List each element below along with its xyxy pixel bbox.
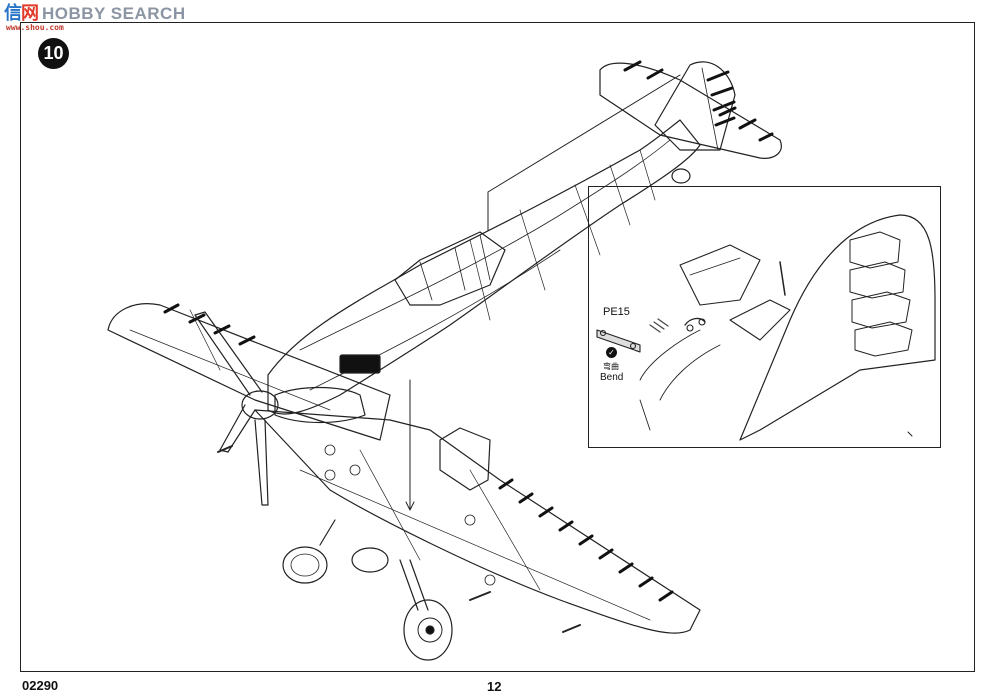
antenna-mast — [487, 74, 681, 231]
page-frame — [20, 22, 975, 672]
landing-gear-left-wheel — [282, 546, 328, 584]
pe-part-label: PE15 — [603, 306, 630, 318]
watermark-logo: 信网 HOBBY SEARCH — [4, 4, 186, 32]
watermark-cn-2: 网 — [21, 3, 39, 24]
bend-label-en: Bend — [600, 372, 624, 383]
tail-wheel — [671, 168, 691, 184]
tail-fin — [654, 61, 736, 151]
landing-gear-left-strut — [319, 519, 336, 546]
propeller-blade-bottom — [254, 419, 269, 506]
spinner — [241, 390, 279, 420]
radiator — [439, 427, 491, 491]
watermark-cn-1: 信 — [4, 3, 22, 24]
left-wing — [107, 303, 391, 441]
bend-label-cn: 弯曲 — [603, 362, 619, 371]
landing-gear-right-wheel — [403, 599, 453, 661]
horizontal-stabilizer — [599, 62, 782, 159]
landing-gear-right-strut — [399, 559, 419, 611]
right-wing — [254, 409, 701, 634]
propeller-blade-left — [219, 404, 256, 453]
page-number: 12 — [487, 679, 502, 694]
canopy — [394, 231, 506, 306]
watermark-url: www.shou.com — [6, 23, 64, 32]
detail-inset-frame — [588, 186, 941, 448]
detail-inset-drawing — [596, 214, 936, 441]
watermark-en: HOBBY SEARCH — [42, 4, 186, 23]
propeller-blade-top — [194, 311, 263, 396]
step-number-badge: 10 — [38, 38, 69, 69]
kit-number: 02290 — [22, 678, 59, 693]
check-icon: ✓ — [606, 347, 617, 358]
